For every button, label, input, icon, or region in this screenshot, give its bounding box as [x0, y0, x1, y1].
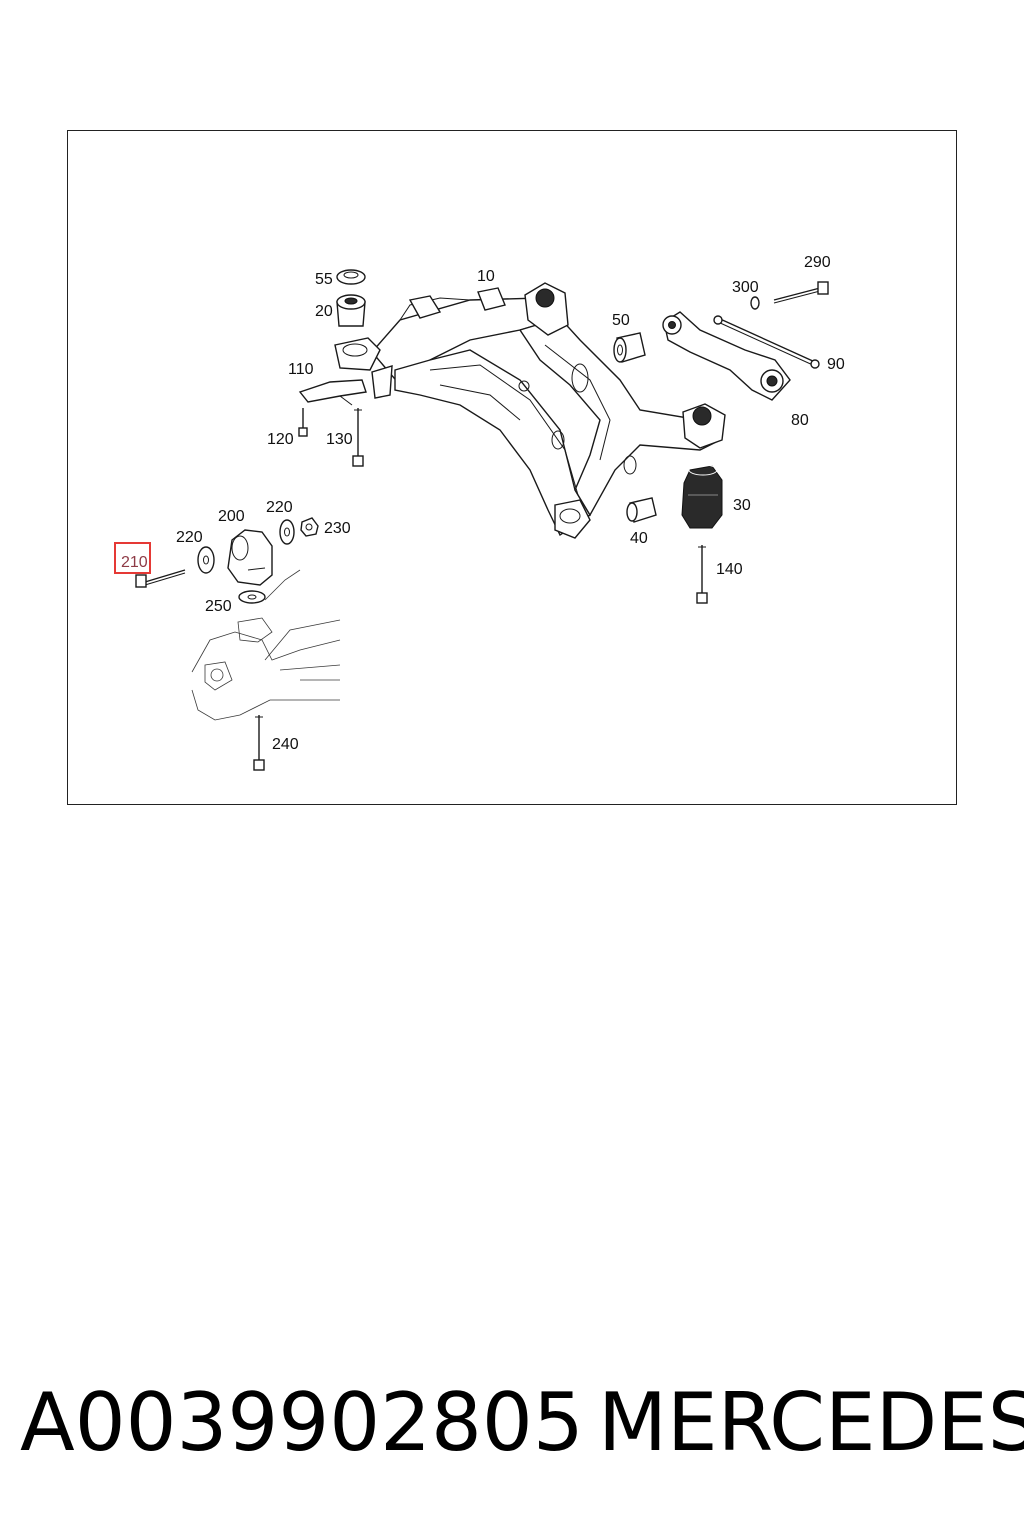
label-30: 30 [733, 497, 751, 514]
footer-caption: A0039902805 MERCEDES [0, 1368, 1024, 1478]
bushing-20 [336, 294, 366, 327]
label-80: 80 [791, 412, 809, 429]
subframe-10 [334, 282, 726, 539]
label-130: 130 [326, 431, 353, 448]
bushing-cap-55 [336, 269, 366, 285]
washer-250 [238, 590, 266, 604]
label-220-left: 220 [176, 529, 203, 546]
bushing-50 [613, 332, 646, 363]
part-number: A0039902805 [20, 1376, 584, 1469]
label-250: 250 [205, 598, 232, 615]
link-rod-90 [713, 315, 820, 369]
label-140: 140 [716, 561, 743, 578]
label-55: 55 [315, 271, 333, 288]
bolt-140 [696, 545, 708, 604]
differential-mount-200 [227, 529, 273, 586]
bolt-240 [253, 715, 265, 771]
label-200: 200 [218, 508, 245, 525]
highlight-box-210 [114, 542, 151, 574]
label-300: 300 [732, 279, 759, 296]
label-240: 240 [272, 736, 299, 753]
label-110: 110 [288, 361, 314, 378]
bushing-40 [626, 497, 657, 523]
label-10: 10 [477, 268, 495, 285]
label-40: 40 [630, 530, 648, 547]
control-arm-80 [662, 311, 791, 401]
washer-220-left [197, 546, 215, 574]
washer-220-right [279, 519, 295, 545]
diagram-frame [67, 130, 957, 805]
label-20: 20 [315, 303, 333, 320]
differential-housing-outline [191, 569, 341, 721]
bracket-110 [298, 379, 367, 406]
label-230: 230 [324, 520, 351, 537]
washer-300 [750, 296, 760, 310]
label-210-highlighted: 210 [121, 554, 148, 571]
label-290: 290 [804, 254, 831, 271]
mount-30 [681, 464, 723, 529]
label-50: 50 [612, 312, 630, 329]
brand-name: MERCEDES [598, 1376, 1024, 1469]
label-120: 120 [267, 431, 294, 448]
nut-230 [300, 517, 319, 537]
bolt-130 [352, 408, 364, 467]
bolt-210 [135, 569, 186, 588]
label-220-right: 220 [266, 499, 293, 516]
bolt-120 [298, 408, 308, 437]
bolt-290 [773, 281, 829, 304]
label-90: 90 [827, 356, 845, 373]
